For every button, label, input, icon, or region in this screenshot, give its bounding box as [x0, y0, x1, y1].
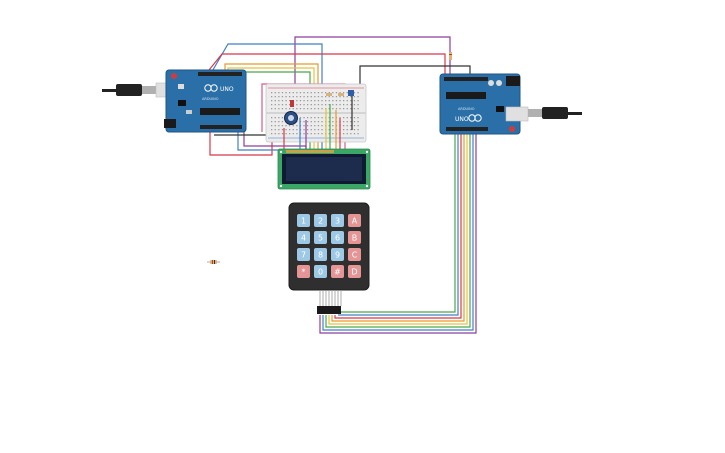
left-reset-button[interactable] [171, 73, 177, 79]
keypad-key-label: C [352, 251, 358, 260]
breadboard-jumpers [283, 96, 353, 150]
keypad-key-label: 0 [318, 268, 323, 277]
right-board-brand: ARDUINO [458, 107, 475, 111]
keypad-key-B[interactable]: B [348, 231, 361, 244]
wire-keypad-4[interactable] [328, 134, 468, 325]
keypad-key-A[interactable]: A [348, 214, 361, 227]
wire-red-top[interactable] [204, 53, 446, 76]
keypad-key-label: # [334, 268, 341, 277]
wire-keypad-7[interactable] [338, 134, 459, 316]
breadboard-holes [271, 92, 359, 135]
keypad-keys: 1 2 3 A 4 5 6 B 7 8 9 C * 0 # D [297, 214, 361, 278]
keypad-key-C[interactable]: C [348, 248, 361, 261]
right-power-jack [506, 76, 520, 86]
left-header-bottom[interactable] [200, 125, 242, 129]
arduino-uno-right[interactable]: UNO ARDUINO [439, 73, 521, 135]
right-header-bottom[interactable] [446, 127, 488, 131]
keypad-4x4[interactable]: 1 2 3 A 4 5 6 B 7 8 9 C * 0 # D [288, 202, 370, 314]
wire-keypad-8[interactable] [341, 134, 456, 313]
wire-keypad-1[interactable] [319, 134, 477, 334]
keypad-key-label: 9 [335, 251, 340, 260]
keypad-key-8[interactable]: 8 [314, 248, 327, 261]
keypad-key-label: 5 [318, 234, 323, 243]
breadboard-resistor-2[interactable] [338, 93, 344, 96]
keypad-key-6[interactable]: 6 [331, 231, 344, 244]
left-header-top[interactable] [198, 72, 242, 76]
keypad-key-5[interactable]: 5 [314, 231, 327, 244]
lcd-pin-header[interactable] [286, 150, 334, 153]
keypad-key-label: 6 [335, 234, 340, 243]
wire-keypad-2[interactable] [322, 134, 474, 331]
right-reset-button[interactable] [509, 126, 515, 132]
keypad-key-label: * [302, 268, 306, 277]
resistor-top[interactable] [449, 52, 452, 60]
right-mcu-chip [446, 92, 486, 99]
left-arduino-logo-icon [204, 84, 218, 92]
keypad-key-hash[interactable]: # [331, 265, 344, 278]
lcd-screen [286, 157, 362, 181]
breadboard-resistor-1[interactable] [326, 93, 332, 96]
wire-keypad-6[interactable] [334, 134, 462, 319]
keypad-key-3[interactable]: 3 [331, 214, 344, 227]
right-usb-cable[interactable] [505, 106, 582, 122]
keypad-key-label: 1 [301, 217, 306, 226]
right-board-label: UNO [455, 116, 469, 123]
potentiometer[interactable] [284, 111, 298, 125]
keypad-key-label: D [351, 268, 357, 277]
keypad-key-7[interactable]: 7 [297, 248, 310, 261]
lcd-16x2[interactable] [277, 148, 371, 190]
wire-black-top[interactable] [359, 65, 471, 88]
keypad-key-label: 7 [301, 251, 306, 260]
wire-keypad-3[interactable] [325, 134, 471, 328]
keypad-key-label: 3 [335, 217, 340, 226]
keypad-key-4[interactable]: 4 [297, 231, 310, 244]
wire-red-bottom[interactable] [209, 130, 273, 156]
keypad-key-label: 8 [318, 251, 323, 260]
left-board-brand: ARDUINO [202, 97, 219, 101]
keypad-key-label: B [352, 234, 358, 243]
loose-resistor[interactable] [207, 260, 220, 264]
keypad-key-2[interactable]: 2 [314, 214, 327, 227]
arduino-uno-left[interactable]: UNO ARDUINO [164, 69, 247, 133]
breadboard-led[interactable] [290, 100, 294, 107]
keypad-key-label: 4 [301, 234, 306, 243]
keypad-key-0[interactable]: 0 [314, 265, 327, 278]
keypad-key-label: 2 [318, 217, 323, 226]
breadboard-button[interactable] [348, 90, 354, 96]
left-power-jack [164, 119, 176, 128]
right-arduino-logo-icon [468, 114, 482, 122]
left-board-label: UNO [220, 86, 234, 93]
left-mcu-chip [200, 108, 240, 115]
keypad-key-1[interactable]: 1 [297, 214, 310, 227]
breadboard[interactable] [265, 83, 367, 143]
keypad-key-star[interactable]: * [297, 265, 310, 278]
right-header-top[interactable] [444, 77, 488, 81]
keypad-key-D[interactable]: D [348, 265, 361, 278]
keypad-key-label: A [352, 217, 358, 226]
wire-keypad-5[interactable] [331, 134, 465, 322]
keypad-key-9[interactable]: 9 [331, 248, 344, 261]
keypad-connector[interactable] [317, 290, 342, 314]
